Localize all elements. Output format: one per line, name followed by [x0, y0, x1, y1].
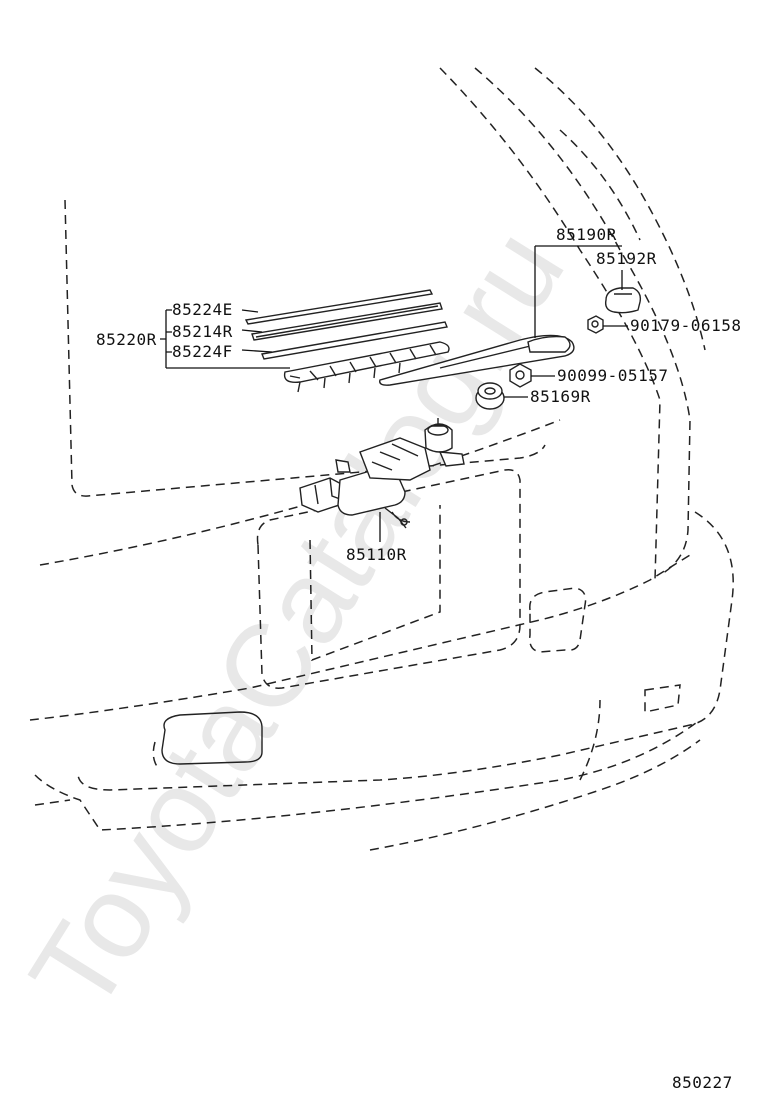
nut-upper: [587, 315, 604, 334]
label-90179-06158: 90179-06158: [630, 316, 741, 335]
leader-lines: [160, 245, 628, 542]
nut-lower: [509, 363, 532, 388]
label-85110R: 85110R: [346, 545, 407, 564]
arm-cap: [604, 287, 642, 314]
part-labels: 85224E 85214R 85220R 85224F 85190R 85192…: [96, 225, 741, 1092]
label-90099-05157: 90099-05157: [557, 366, 668, 385]
cushion: [475, 382, 505, 410]
label-85224F: 85224F: [172, 342, 233, 361]
wiper-blade: [283, 341, 450, 393]
label-85190R: 85190R: [556, 225, 617, 244]
label-85224E: 85224E: [172, 300, 233, 319]
vehicle-body-outline: [29, 67, 734, 851]
label-85169R: 85169R: [530, 387, 591, 406]
blade-inserts: [244, 289, 448, 360]
diagram-id: 850227: [672, 1073, 733, 1092]
label-85192R: 85192R: [596, 249, 657, 268]
label-85214R: 85214R: [172, 322, 233, 341]
wiper-motor: [299, 418, 465, 529]
label-85220R: 85220R: [96, 330, 157, 349]
wiper-arm: [379, 334, 575, 386]
